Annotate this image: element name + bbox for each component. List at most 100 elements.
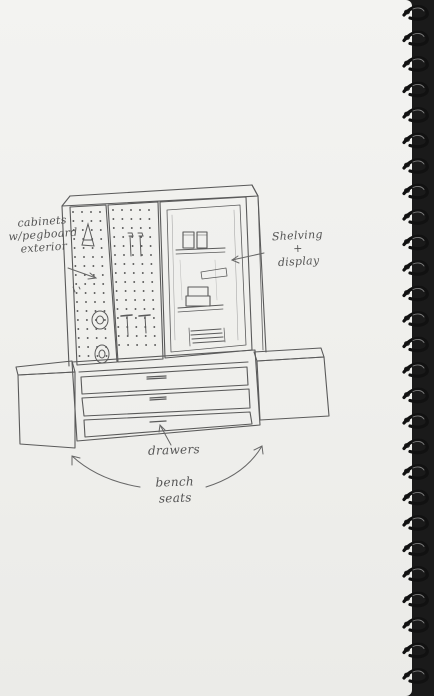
bench-seat-right <box>253 347 330 421</box>
peg-hole <box>127 344 130 346</box>
peg-hole <box>94 301 96 303</box>
peg-hole <box>99 229 102 231</box>
peg-hole <box>130 209 132 211</box>
spiral-ring <box>402 260 429 276</box>
spiral-ring <box>402 438 429 455</box>
peg-hole <box>148 227 151 229</box>
spiral-ring <box>402 515 429 531</box>
peg-hole <box>116 308 119 310</box>
peg-hole <box>148 209 150 211</box>
peg-hole <box>112 209 114 211</box>
peg-hole <box>152 317 155 319</box>
spiral-ring <box>402 387 429 404</box>
peg-hole <box>102 283 105 285</box>
peg-hole <box>149 245 152 247</box>
peg-hole <box>117 326 120 328</box>
peg-hole <box>74 265 77 267</box>
peg-hole <box>139 218 142 220</box>
peg-hole <box>76 319 79 321</box>
peg-hole <box>112 218 115 220</box>
peg-hole <box>92 265 95 267</box>
peg-hole <box>134 299 137 301</box>
peg-hole <box>90 211 92 213</box>
peg-hole <box>132 263 135 265</box>
spiral-ring <box>402 540 429 557</box>
peg-hole <box>90 229 93 231</box>
peg-hole <box>121 227 124 229</box>
peg-hole <box>152 299 155 301</box>
hammer-icon <box>120 314 151 336</box>
peg-hole <box>83 256 85 258</box>
tape-roll-small-icon <box>94 344 110 364</box>
peg-hole <box>85 301 87 303</box>
peg-hole <box>122 245 125 247</box>
peg-hole <box>125 308 128 310</box>
peg-hole <box>99 220 102 222</box>
hand-saw-icon <box>81 222 95 247</box>
peg-hole <box>141 272 144 274</box>
peg-hole <box>143 299 146 301</box>
arrow-bench-right <box>205 445 263 488</box>
peg-hole <box>81 220 84 222</box>
peg-hole <box>112 227 115 229</box>
spiral-ring <box>402 591 429 608</box>
peg-hole <box>117 335 120 337</box>
peg-hole <box>78 346 81 348</box>
peg-hole <box>74 274 77 276</box>
spiral-ring <box>402 566 429 582</box>
arrow-shelving <box>231 252 265 261</box>
peg-hole <box>104 328 107 330</box>
peg-hole <box>85 319 88 321</box>
spiral-ring <box>402 413 429 429</box>
label-cabinets: cabinets w/pegboard exterior <box>1 212 86 257</box>
spiral-ring <box>402 183 429 200</box>
peg-hole <box>134 317 137 319</box>
peg-hole <box>76 310 79 312</box>
peg-hole <box>150 263 153 265</box>
peg-hole <box>131 236 134 238</box>
peg-hole <box>72 211 74 213</box>
peg-hole <box>105 355 108 357</box>
peg-hole <box>73 238 76 240</box>
peg-hole <box>116 317 119 319</box>
peg-hole <box>121 218 124 220</box>
peg-hole <box>118 344 121 346</box>
peg-hole <box>141 254 143 256</box>
peg-hole <box>123 254 125 256</box>
peg-hole <box>135 326 138 328</box>
peg-hole <box>104 337 107 339</box>
hook-icon <box>72 286 81 293</box>
peg-hole <box>114 263 117 265</box>
peg-hole <box>101 265 104 267</box>
peg-hole <box>103 301 105 303</box>
peg-hole <box>82 247 85 249</box>
peg-hole <box>114 254 116 256</box>
peg-hole <box>151 290 154 292</box>
peg-hole <box>134 308 137 310</box>
peg-hole <box>95 337 98 339</box>
spiral-ring <box>402 489 429 506</box>
peg-hole <box>140 236 143 238</box>
peg-hole <box>143 308 146 310</box>
spiral-ring <box>402 336 429 353</box>
peg-hole <box>96 355 99 357</box>
peg-hole <box>116 299 118 301</box>
peg-hole <box>154 344 157 346</box>
bench-seat-left <box>15 360 76 449</box>
peg-hole <box>142 281 145 283</box>
peg-hole <box>125 299 127 301</box>
peg-hole <box>141 263 144 265</box>
peg-hole <box>113 236 116 238</box>
peg-hole <box>123 263 126 265</box>
spiral-ring <box>402 81 429 98</box>
peg-hole <box>126 335 129 337</box>
peg-hole <box>74 256 76 258</box>
peg-hole <box>85 310 88 312</box>
peg-hole <box>84 292 87 294</box>
peg-hole <box>132 272 135 274</box>
peg-hole <box>76 301 78 303</box>
spiral-ring <box>402 362 429 378</box>
peg-hole <box>92 256 94 258</box>
peg-hole <box>103 310 106 312</box>
